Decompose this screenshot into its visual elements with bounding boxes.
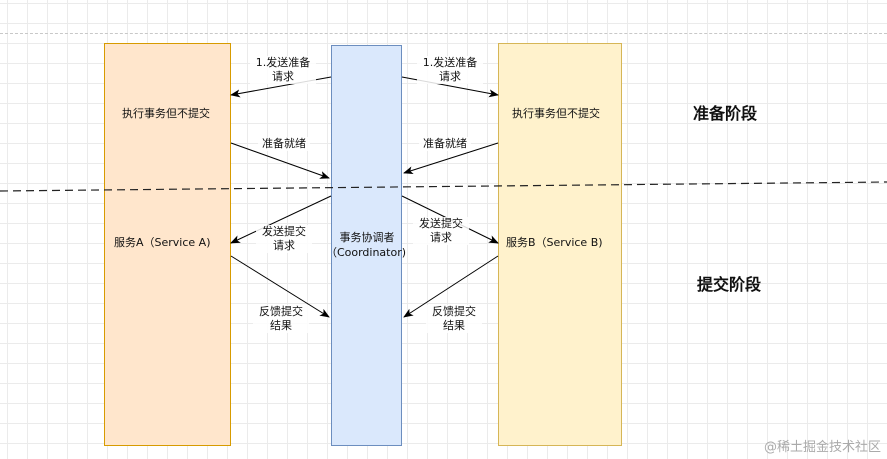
phase-commit-label: 提交阶段 xyxy=(697,275,762,294)
label-line: 1.发送准备 xyxy=(422,56,478,69)
label-line: 反馈提交 xyxy=(432,305,476,318)
label-send-prepare-b: 1.发送准备 请求 xyxy=(417,56,483,84)
label-line: 结果 xyxy=(443,319,465,332)
label-line: 反馈提交 xyxy=(259,305,303,318)
label-line: 1.发送准备 xyxy=(255,56,311,69)
arrow-ready-from-a xyxy=(230,142,330,179)
coordinator-box xyxy=(331,45,402,446)
arrow-commit-to-a xyxy=(230,195,332,244)
label-line: 结果 xyxy=(270,319,292,332)
service-b-box xyxy=(498,43,622,446)
label-line: 请求 xyxy=(430,231,452,244)
arrow-ready-from-b xyxy=(403,142,499,175)
label-ready-b: 准备就绪 xyxy=(419,137,471,151)
label-line: 请求 xyxy=(272,70,294,83)
service-a-name: 服务A（Service A) xyxy=(114,236,211,249)
label-ready-a: 准备就绪 xyxy=(258,137,310,151)
label-send-commit-a: 发送提交 请求 xyxy=(256,225,312,253)
label-line: 请求 xyxy=(273,239,295,252)
label-line: 请求 xyxy=(439,70,461,83)
watermark: @稀土掘金技术社区 xyxy=(763,440,881,455)
arrow-feedback-from-b xyxy=(403,255,499,318)
service-a-box xyxy=(104,43,231,446)
service-b-exec-text: 执行事务但不提交 xyxy=(512,107,600,120)
label-feedback-b: 反馈提交 结果 xyxy=(426,305,482,333)
phase-prepare-label: 准备阶段 xyxy=(693,104,758,123)
top-dashed-guide xyxy=(0,33,887,34)
label-send-prepare-a: 1.发送准备 请求 xyxy=(250,56,316,84)
arrow-feedback-from-a xyxy=(230,255,330,318)
phase-divider-line xyxy=(0,181,887,192)
label-line: 发送提交 xyxy=(419,217,463,230)
label-feedback-a: 反馈提交 结果 xyxy=(253,305,309,333)
coordinator-name-en: （Coordinator) xyxy=(325,246,407,259)
service-b-name: 服务B（Service B) xyxy=(506,236,603,249)
label-line: 发送提交 xyxy=(262,225,306,238)
label-send-commit-b: 发送提交 请求 xyxy=(413,217,469,245)
service-a-exec-text: 执行事务但不提交 xyxy=(122,107,210,120)
coordinator-name: 事务协调者 xyxy=(339,231,395,244)
